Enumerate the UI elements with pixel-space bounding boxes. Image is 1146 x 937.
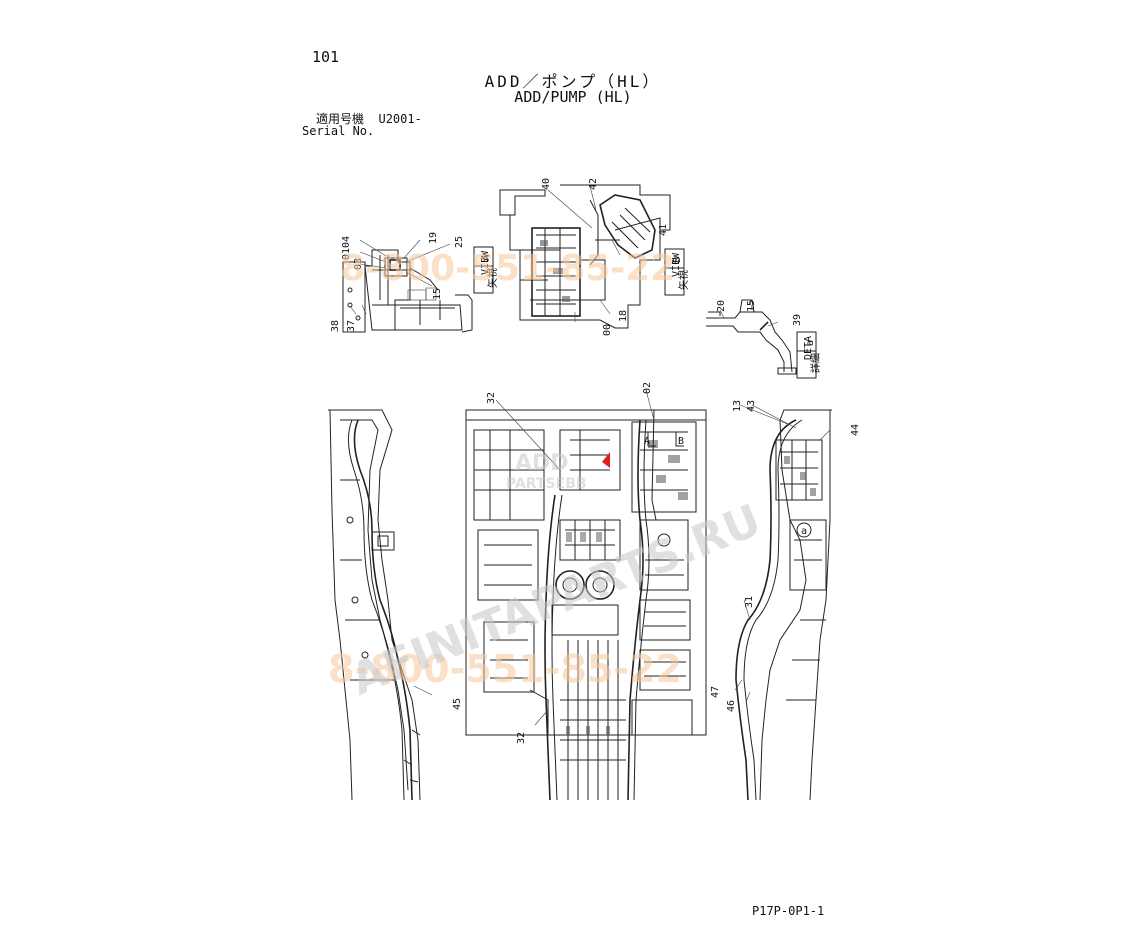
- watermark-logo: ADD PARTSEBB: [506, 451, 587, 492]
- view-a-tag: 矢視 VIEW A: [473, 246, 499, 294]
- callout-02: 02: [642, 382, 653, 394]
- watermark-logo-bottom: PARTSEBB: [506, 476, 587, 492]
- callout-43: 43: [746, 400, 757, 412]
- callout-42: 42: [588, 178, 599, 190]
- red-marker-icon: [602, 452, 610, 468]
- callout-04: 04: [341, 236, 352, 248]
- detail-a-tag: 詳細 DETA a: [796, 331, 822, 379]
- view-b-jp: 矢視: [677, 270, 690, 290]
- right-side-frame: a 13 43 44 31 47 46: [710, 400, 861, 801]
- view-b-tag: 矢視 VIEW B: [664, 248, 690, 296]
- callout-40: 40: [541, 178, 552, 190]
- view-a-assembly: 04 01 03 19 25 15 38 37 矢視 VIEW A: [330, 232, 499, 333]
- watermark-phone-2: 8-800-551-85-22: [328, 647, 682, 691]
- callout-47: 47: [710, 686, 721, 698]
- view-a-jp: 矢視: [486, 268, 499, 288]
- callout-15-a: 15: [432, 288, 443, 300]
- callout-03: 03: [353, 258, 364, 270]
- page-title-jp: ADD／ポンプ（HL）: [484, 72, 662, 91]
- callout-00: 00: [602, 324, 613, 336]
- watermark-phone-1: 8-800-551-85-22: [340, 248, 675, 289]
- callout-41: 41: [658, 224, 669, 236]
- serial-label-en: Serial No.: [302, 124, 375, 138]
- callout-18: 18: [618, 310, 629, 322]
- drawing-code: P17P-0P1-1: [752, 904, 825, 918]
- callout-38: 38: [330, 320, 341, 332]
- view-b-label: VIEW: [671, 252, 682, 277]
- callout-37: 37: [346, 320, 357, 332]
- callout-44: 44: [850, 424, 861, 436]
- detail-a-assembly: 20 15 39 詳細 DETA a: [706, 299, 822, 379]
- callout-01: 01: [341, 248, 352, 260]
- callout-31: 31: [744, 596, 755, 608]
- left-side-frame: 45: [328, 409, 463, 801]
- serial-value: U2001-: [378, 112, 422, 126]
- callout-32-a: 32: [486, 392, 497, 404]
- callout-15-b: 15: [746, 300, 757, 312]
- callout-39: 39: [792, 314, 803, 326]
- page-number: 101: [312, 48, 340, 66]
- callout-45: 45: [452, 698, 463, 710]
- marker-a: A: [644, 436, 650, 447]
- detail-a-jp: 詳細: [809, 353, 822, 373]
- callout-32-b: 32: [516, 732, 527, 744]
- callout-13: 13: [732, 400, 743, 412]
- view-a-letter: A: [481, 255, 492, 261]
- view-b-letter: B: [672, 257, 683, 263]
- marker-b: B: [678, 436, 684, 447]
- serial-line-jp: 適用号機 U2001-: [316, 110, 422, 127]
- view-a-label: VIEW: [480, 250, 491, 275]
- callout-20: 20: [716, 300, 727, 312]
- watermark-logo-top: ADD: [515, 451, 569, 476]
- detail-a-letter: a: [805, 340, 816, 346]
- detail-a-label: DETA: [803, 336, 814, 360]
- view-b-assembly: 40 42 41 18 00 矢視 VIEW B: [499, 178, 690, 336]
- callout-19: 19: [428, 232, 439, 244]
- callout-25: 25: [454, 236, 465, 248]
- marker-small-a: a: [801, 526, 807, 537]
- center-main-frame: A B 32 02 32: [465, 382, 707, 801]
- page-title-en: ADD/PUMP (HL): [514, 88, 632, 106]
- callout-46: 46: [726, 700, 737, 712]
- serial-label-jp: 適用号機: [316, 112, 365, 126]
